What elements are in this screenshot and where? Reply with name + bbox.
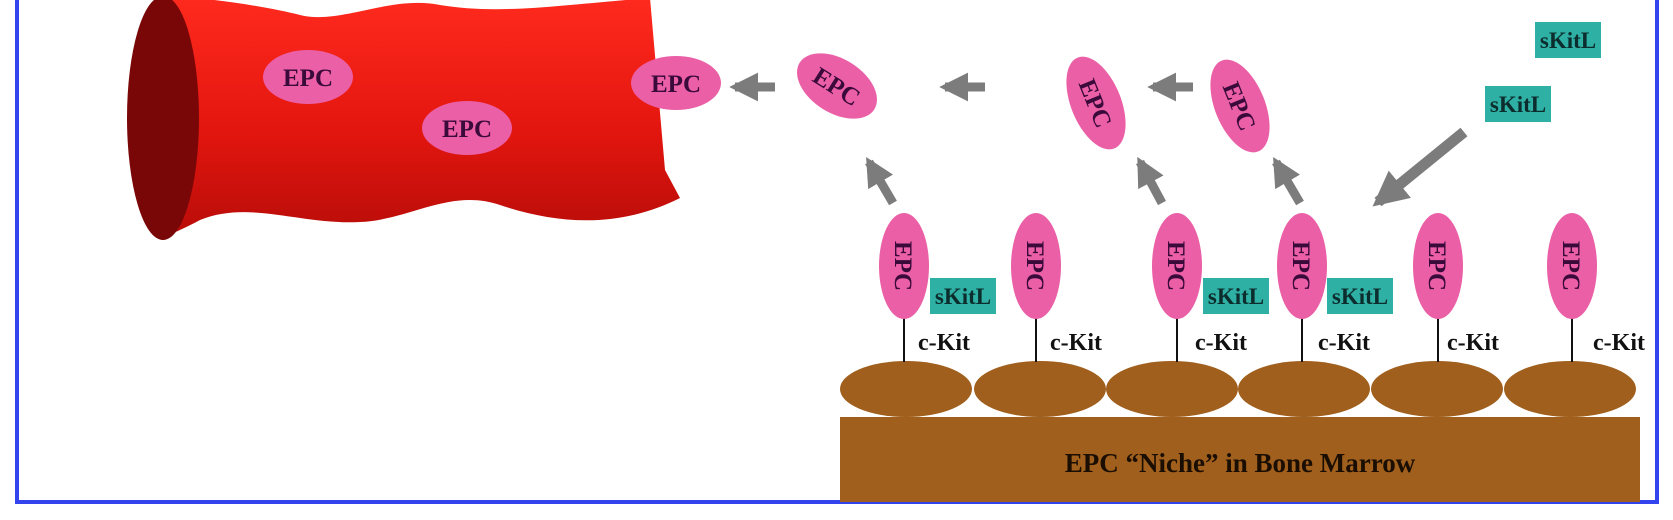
svg-text:EPC: EPC — [442, 116, 492, 143]
niche-label: EPC “Niche” in Bone Marrow — [1065, 448, 1416, 478]
ckit-label: c-Kit — [918, 330, 970, 356]
svg-text:EPC: EPC — [889, 241, 916, 291]
svg-text:sKitL: sKitL — [1208, 284, 1264, 309]
ckit-labels: c-Kit c-Kit c-Kit c-Kit c-Kit c-Kit — [918, 330, 1645, 356]
stromal-cell — [840, 361, 972, 417]
epc-cells: EPC EPC EPC EPC EPC EPC EPC E — [263, 50, 1597, 319]
epc-cell-niche: EPC — [1413, 213, 1463, 319]
epc-cell-niche: EPC — [879, 213, 929, 319]
svg-text:EPC: EPC — [1162, 241, 1189, 291]
skitl-ligand: sKitL — [1203, 278, 1269, 314]
svg-text:sKitL: sKitL — [1540, 28, 1596, 53]
ckit-label: c-Kit — [1447, 330, 1499, 356]
epc-cell-circulating: EPC — [1066, 56, 1126, 150]
epc-cell-circulating: EPC — [797, 53, 877, 119]
stromal-cell — [1238, 361, 1370, 417]
skitl-ligand: sKitL — [1327, 278, 1393, 314]
arrow-up-1 — [865, 157, 897, 206]
skitl-ligand-soluble: sKitL — [1535, 22, 1601, 58]
epc-cell-circulating: EPC — [1210, 59, 1270, 153]
epc-cell-niche: EPC — [1277, 213, 1327, 319]
epc-cell-niche: EPC — [1547, 213, 1597, 319]
epc-cell-vessel: EPC — [263, 50, 353, 104]
svg-text:EPC: EPC — [1557, 241, 1584, 291]
epc-cell-niche: EPC — [1011, 213, 1061, 319]
epc-cell-niche: EPC — [1152, 213, 1202, 319]
epc-cell-entering: EPC — [631, 56, 721, 110]
svg-text:EPC: EPC — [283, 65, 333, 92]
svg-text:EPC: EPC — [651, 71, 701, 98]
arrow-up-2 — [1136, 156, 1166, 206]
epc-cell-vessel: EPC — [422, 101, 512, 155]
arrow-skitl-signal — [1372, 127, 1468, 207]
svg-text:EPC: EPC — [1287, 241, 1314, 291]
skitl-ligand: sKitL — [930, 278, 996, 314]
svg-text:EPC: EPC — [1021, 241, 1048, 291]
niche-base — [840, 417, 1640, 502]
stromal-cell — [1371, 361, 1503, 417]
stromal-cell — [974, 361, 1106, 417]
ckit-label: c-Kit — [1195, 330, 1247, 356]
skitl-ligand-soluble: sKitL — [1485, 86, 1551, 122]
stromal-cell — [1106, 361, 1238, 417]
ckit-label: c-Kit — [1593, 330, 1645, 356]
bone-marrow-niche: EPC “Niche” in Bone Marrow — [840, 361, 1640, 502]
svg-text:sKitL: sKitL — [935, 284, 991, 309]
svg-text:sKitL: sKitL — [1332, 284, 1388, 309]
svg-text:EPC: EPC — [1423, 241, 1450, 291]
svg-text:sKitL: sKitL — [1490, 92, 1546, 117]
skitl-ligands: sKitL sKitL sKitL sKitL sKitL — [930, 22, 1601, 314]
ckit-stalks — [903, 318, 1573, 362]
vessel-lumen — [127, 0, 199, 240]
ckit-label: c-Kit — [1318, 330, 1370, 356]
figure-border — [15, 0, 1659, 504]
stromal-cell — [1504, 361, 1636, 417]
ckit-label: c-Kit — [1050, 330, 1102, 356]
blood-vessel — [127, 0, 680, 240]
arrow-up-3 — [1272, 157, 1304, 206]
migration-arrows — [729, 72, 1468, 207]
